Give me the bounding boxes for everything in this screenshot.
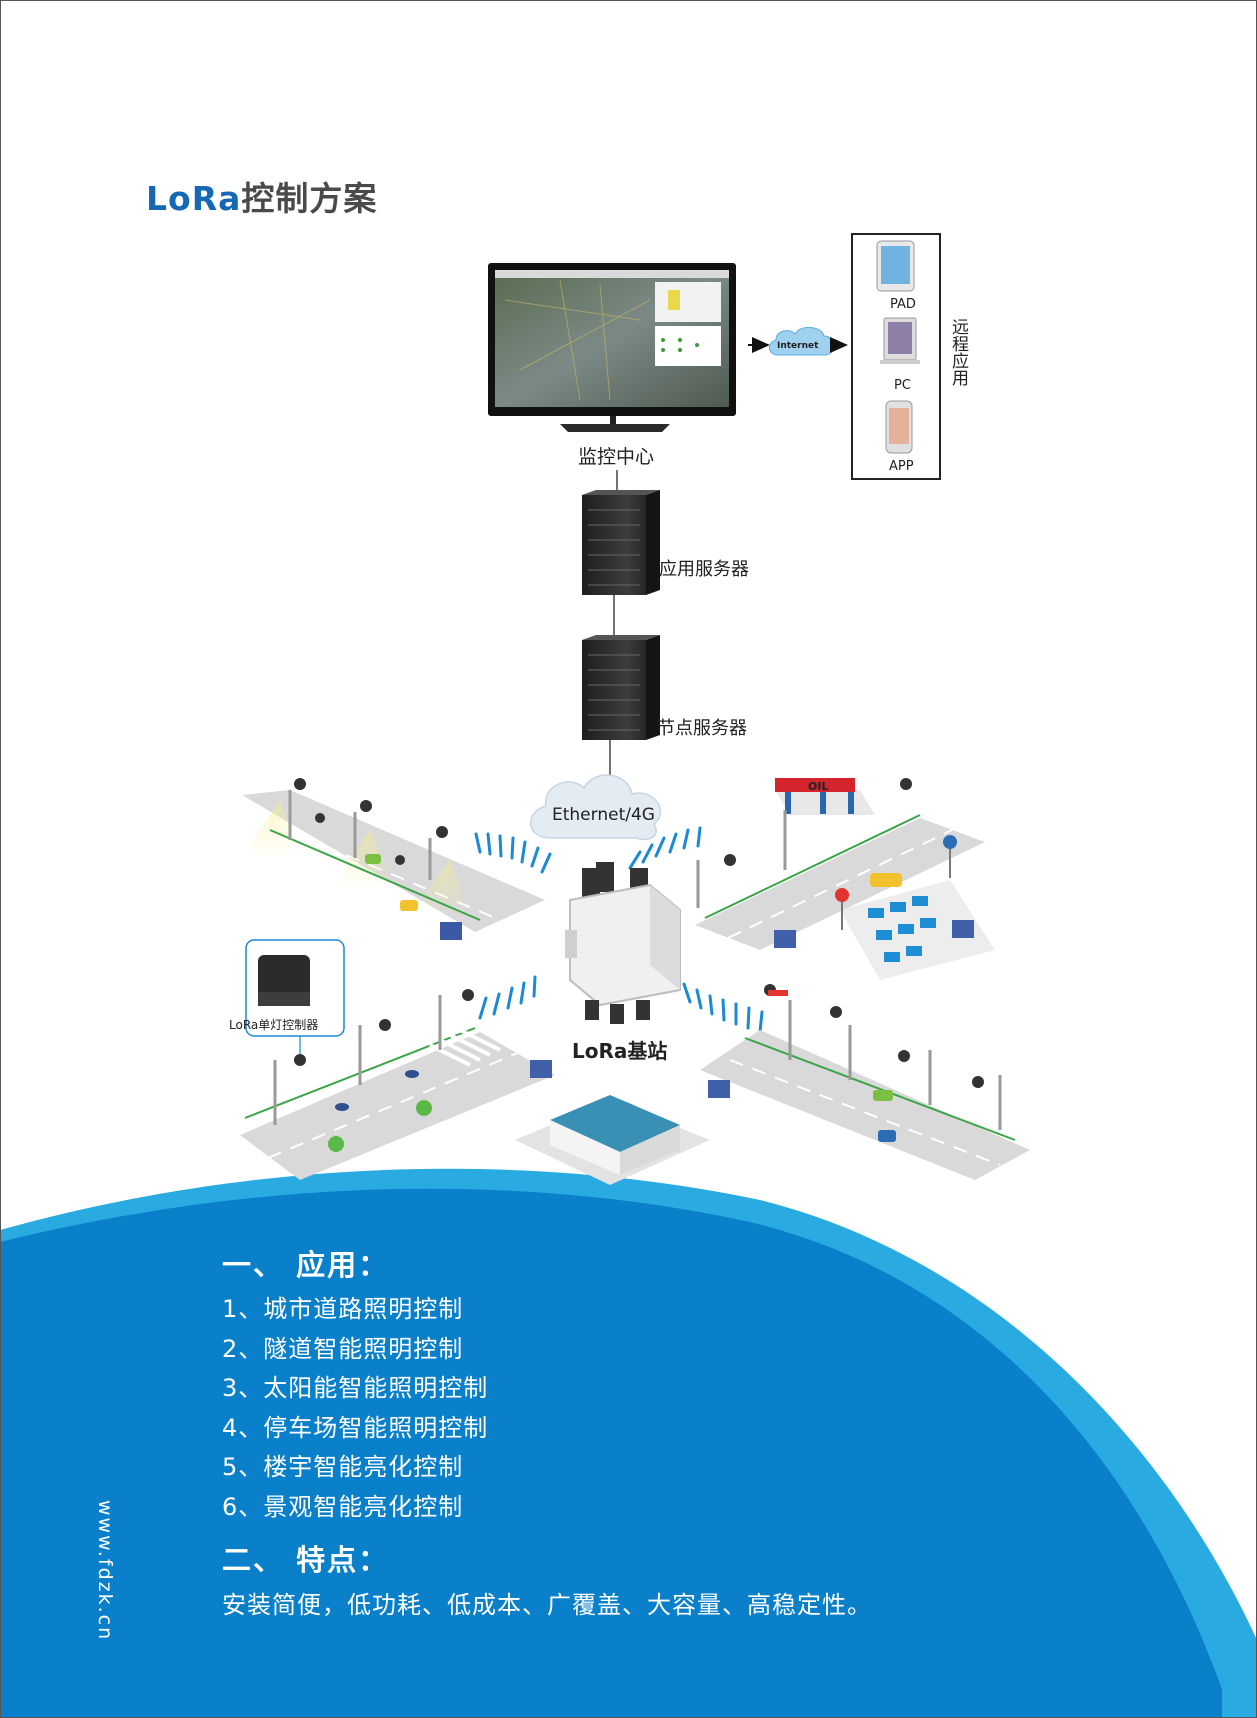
single-controller-label: LoRa单灯控制器 (229, 1018, 318, 1032)
ethernet-cloud-icon (529, 774, 662, 841)
app-server-label: 应用服务器 (659, 559, 749, 580)
gateway-icon (565, 862, 681, 1024)
monitor-icon (488, 263, 736, 432)
road-scene-bottom-left (240, 989, 555, 1180)
oil-sign-label: OIL (808, 780, 828, 793)
app-server-icon (582, 490, 660, 595)
list-item: 5、楼宇智能亮化控制 (222, 1453, 464, 1481)
road-scene-bottom-right (700, 984, 1030, 1180)
device-label-pad: PAD (890, 297, 916, 312)
internet-label: Internet (777, 341, 819, 351)
list-item: 2、隧道智能照明控制 (222, 1334, 464, 1363)
monitor-caption: 监控中心 (578, 446, 654, 468)
network-label: Ethernet/4G (552, 805, 655, 825)
device-label-app: APP (889, 459, 914, 474)
app-phone-icon (885, 400, 913, 454)
node-server-icon (582, 635, 660, 740)
list-item: 1、城市道路照明控制 (222, 1295, 464, 1323)
wave-background (0, 1188, 1232, 1718)
lora-controller-icon (258, 955, 310, 1006)
road-scene-top-left (240, 778, 545, 940)
title-text: 控制方案 (241, 179, 378, 218)
list-item: 3、太阳能智能照明控制 (222, 1374, 489, 1402)
device-label-pc: PC (894, 378, 911, 393)
building-icon (515, 1095, 710, 1185)
page-title: LoRa控制方案 (146, 172, 377, 220)
remote-apps-box (851, 233, 941, 480)
signal-waves-icon (474, 826, 764, 1034)
list-item: 4、停车场智能照明控制 (222, 1413, 489, 1442)
gateway-label: LoRa基站 (572, 1039, 667, 1063)
title-brand: LoRa (146, 179, 242, 218)
road-scene-top-right: OIL (695, 778, 995, 980)
applications-heading: 一、 应用： (222, 1248, 390, 1282)
applications-list: 1、城市道路照明控制 2、隧道智能照明控制 3、太阳能智能照明控制 4、停车场智… (222, 1290, 872, 1527)
list-item: 6、景观智能亮化控制 (222, 1492, 464, 1521)
info-section: 一、 应用： 1、城市道路照明控制 2、隧道智能照明控制 3、太阳能智能照明控制… (222, 1240, 872, 1625)
features-text: 安装简便，低功耗、低成本、广覆盖、大容量、高稳定性。 (222, 1591, 872, 1619)
pad-icon (876, 240, 915, 292)
corner-accent (1222, 1647, 1257, 1718)
single-lamp-controller-callout (245, 939, 345, 1060)
pc-icon (880, 317, 920, 364)
node-server-label: 节点服务器 (657, 718, 747, 739)
features-heading: 二、 特点： (222, 1543, 390, 1577)
website-url: www.fdzk.cn (94, 1500, 116, 1642)
remote-apps-label: 远程应用 (948, 318, 969, 387)
